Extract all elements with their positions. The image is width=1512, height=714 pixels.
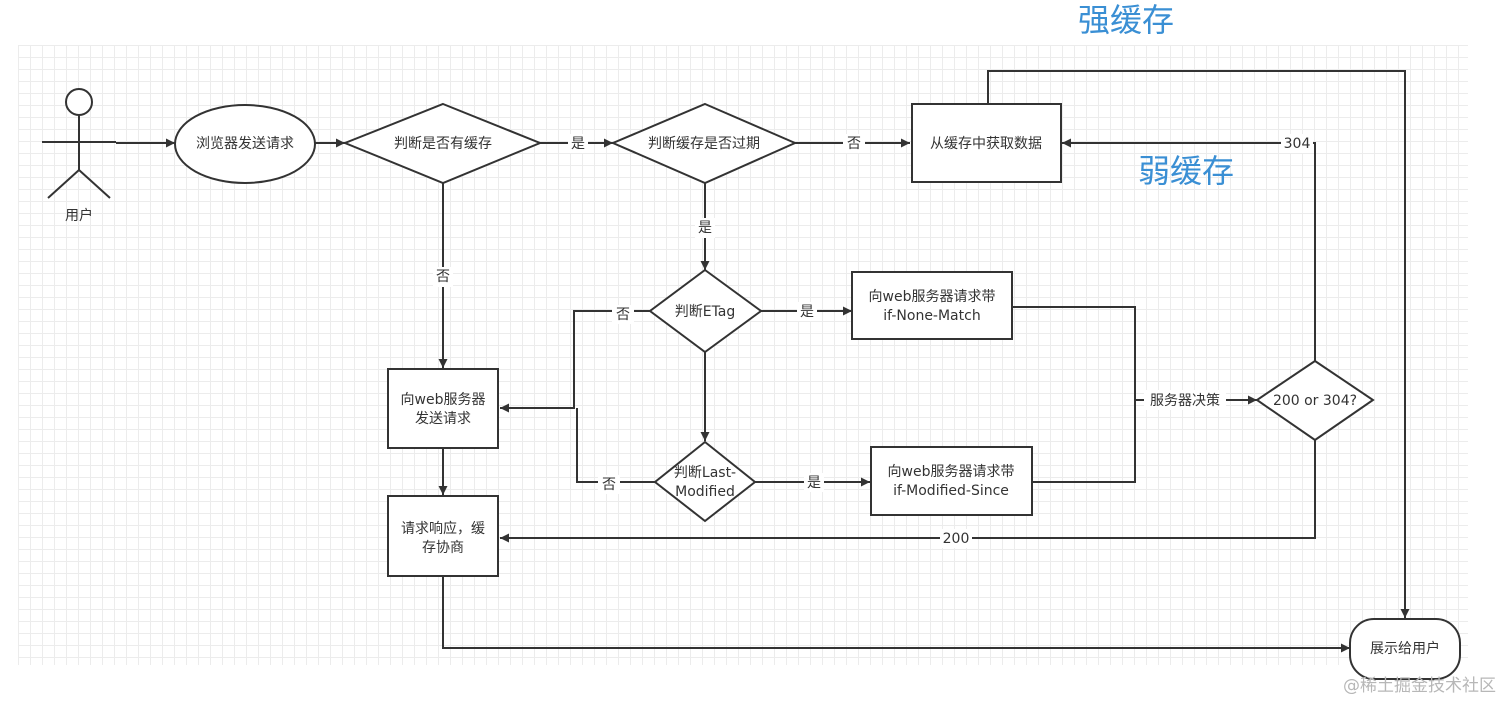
edge-304	[1062, 138, 1316, 361]
svg-text:判断Last-: 判断Last-	[674, 465, 736, 481]
svg-text:向web服务器: 向web服务器	[401, 392, 486, 408]
svg-text:请求响应，缓: 请求响应，缓	[401, 520, 485, 537]
svg-text:Modified: Modified	[675, 484, 735, 500]
node-get-from-cache: 从缓存中获取数据	[911, 103, 1062, 183]
edge-200	[500, 440, 1316, 543]
edge-etag-no	[500, 310, 650, 413]
node-request-etag: 向web服务器请求带 if-None-Match	[851, 271, 1013, 340]
label-etag-no: 否	[616, 307, 630, 323]
node-status-decision: 200 or 304?	[1255, 359, 1375, 442]
edge-cache-to-show	[987, 70, 1410, 618]
weak-cache-title: 弱缓存	[1138, 152, 1234, 190]
node-has-cache: 判断是否有缓存	[342, 102, 543, 185]
svg-text:判断缓存是否过期: 判断缓存是否过期	[648, 136, 760, 152]
edge-labels: 是 否 是 否 是 否 是 否 服务器决策 304 200	[433, 134, 1313, 548]
svg-text:向web服务器请求带: 向web服务器请求带	[888, 464, 1015, 480]
svg-text:展示给用户: 展示给用户	[1370, 640, 1440, 657]
label-has-cache-yes: 是	[571, 136, 585, 152]
node-response-negotiate: 请求响应，缓 存协商	[387, 495, 499, 577]
node-check-etag: 判断ETag	[648, 268, 763, 354]
node-check-last-modified: 判断Last- Modified	[653, 440, 757, 523]
label-304: 304	[1284, 136, 1311, 152]
label-etag-yes: 是	[800, 304, 814, 320]
svg-text:if-Modified-Since: if-Modified-Since	[893, 483, 1009, 499]
user-actor-icon	[42, 88, 116, 199]
edge-last-modified-no	[576, 408, 655, 483]
strong-cache-title: 强缓存	[1078, 1, 1174, 39]
node-send-to-server: 向web服务器 发送请求	[387, 368, 499, 449]
user-label: 用户	[65, 207, 93, 224]
svg-text:向web服务器请求带: 向web服务器请求带	[869, 289, 996, 305]
edge-requests-to-decision-bracket	[1012, 306, 1136, 483]
label-not-expired: 否	[847, 136, 861, 152]
svg-text:从缓存中获取数据: 从缓存中获取数据	[930, 136, 1042, 152]
svg-text:发送请求: 发送请求	[415, 411, 471, 427]
edge-response-to-show	[442, 577, 1350, 653]
node-request-modified: 向web服务器请求带 if-Modified-Since	[870, 446, 1033, 516]
svg-text:判断ETag: 判断ETag	[675, 304, 736, 320]
svg-text:判断是否有缓存: 判断是否有缓存	[394, 136, 492, 152]
label-server-decision: 服务器决策	[1150, 392, 1220, 409]
svg-text:if-None-Match: if-None-Match	[883, 308, 980, 324]
label-has-cache-no: 否	[436, 269, 450, 285]
svg-text:浏览器发送请求: 浏览器发送请求	[196, 136, 294, 152]
node-browser-request: 浏览器发送请求	[174, 104, 316, 184]
watermark: @稀土掘金技术社区	[1343, 676, 1496, 696]
svg-text:存协商: 存协商	[422, 540, 464, 556]
label-last-modified-yes: 是	[807, 475, 821, 491]
edges	[116, 70, 1410, 653]
label-expired-yes: 是	[698, 220, 712, 236]
label-last-modified-no: 否	[602, 477, 616, 493]
node-cache-expired: 判断缓存是否过期	[610, 102, 798, 185]
svg-text:200 or 304?: 200 or 304?	[1273, 393, 1357, 409]
label-200: 200	[943, 531, 970, 547]
node-show-user: 展示给用户	[1349, 618, 1461, 680]
